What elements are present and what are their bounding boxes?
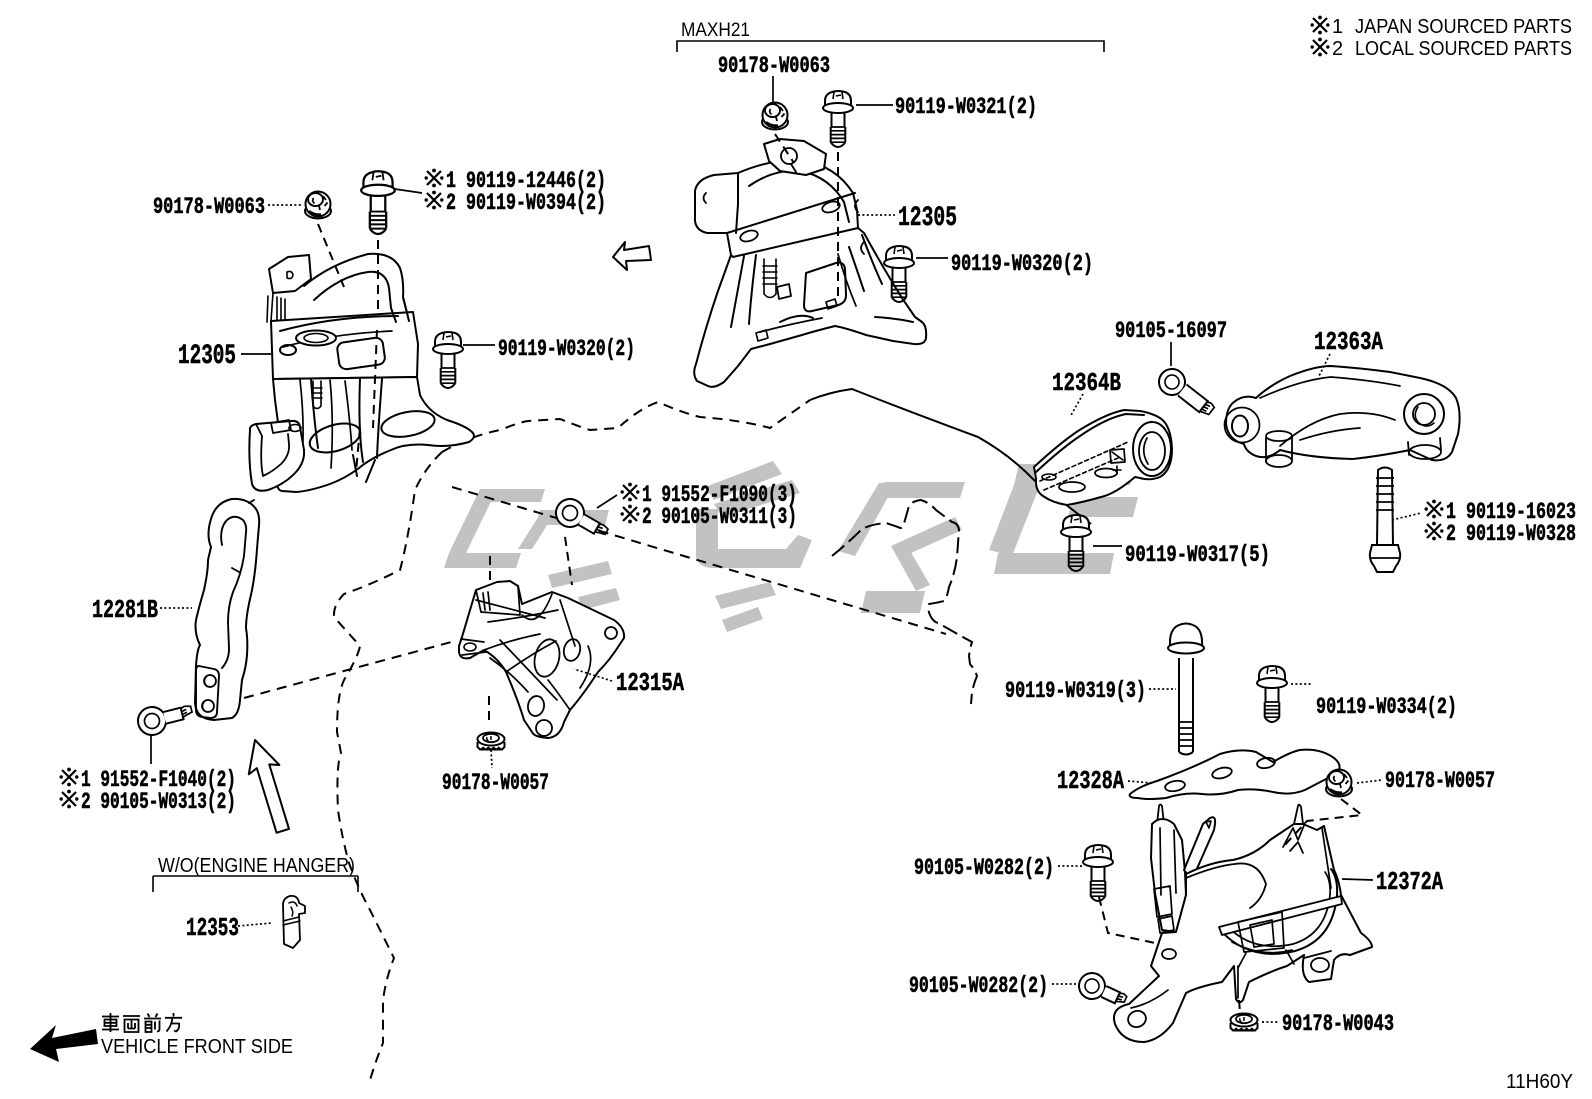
svg-text:90119-W0320(2): 90119-W0320(2) (951, 251, 1093, 277)
svg-text:90178-W0057: 90178-W0057 (442, 770, 549, 796)
svg-text:12372A: 12372A (1376, 867, 1443, 897)
svg-text:90119-W0320(2): 90119-W0320(2) (498, 336, 635, 362)
svg-text:1 91552-F1040(2): 1 91552-F1040(2) (81, 767, 236, 793)
svg-text:12281B: 12281B (92, 595, 158, 625)
svg-text:2 90105-W0311(3): 2 90105-W0311(3) (642, 504, 797, 530)
svg-text:2 90105-W0313(2): 2 90105-W0313(2) (81, 789, 236, 815)
svg-text:90178-W0063: 90178-W0063 (718, 53, 830, 79)
svg-text:11H60Y: 11H60Y (1506, 1071, 1573, 1093)
svg-text:12315A: 12315A (616, 668, 684, 698)
svg-text:2 90119-W0394(2): 2 90119-W0394(2) (446, 190, 606, 216)
svg-text:1 90119-16023: 1 90119-16023 (1446, 499, 1576, 525)
svg-text:90119-W0334(2): 90119-W0334(2) (1316, 694, 1457, 720)
svg-text:2 90119-W0328: 2 90119-W0328 (1446, 521, 1576, 547)
svg-text:MAXH21: MAXH21 (681, 20, 750, 41)
svg-text:W/O(ENGINE HANGER): W/O(ENGINE HANGER) (158, 855, 355, 877)
svg-text:1 90119-12446(2): 1 90119-12446(2) (446, 168, 606, 194)
svg-text:LOCAL SOURCED PARTS: LOCAL SOURCED PARTS (1355, 38, 1572, 60)
svg-text:2: 2 (1332, 38, 1343, 60)
svg-text:12305: 12305 (898, 203, 957, 234)
svg-text:12328A: 12328A (1057, 766, 1124, 796)
svg-text:90105-16097: 90105-16097 (1115, 318, 1227, 344)
svg-text:JAPAN SOURCED PARTS: JAPAN SOURCED PARTS (1355, 16, 1572, 38)
svg-text:90119-W0321(2): 90119-W0321(2) (895, 94, 1037, 120)
svg-text:90178-W0043: 90178-W0043 (1282, 1011, 1394, 1037)
svg-text:90119-W0319(3): 90119-W0319(3) (1005, 678, 1146, 704)
svg-text:1 91552-F1090(3): 1 91552-F1090(3) (642, 482, 797, 508)
svg-text:VEHICLE FRONT SIDE: VEHICLE FRONT SIDE (101, 1036, 293, 1058)
svg-text:90178-W0063: 90178-W0063 (153, 194, 265, 220)
svg-text:12364B: 12364B (1052, 368, 1121, 398)
svg-text:90119-W0317(5): 90119-W0317(5) (1125, 542, 1270, 568)
svg-text:12305: 12305 (178, 341, 236, 372)
svg-text:1: 1 (1332, 16, 1343, 38)
svg-text:90178-W0057: 90178-W0057 (1385, 768, 1495, 794)
svg-text:12353: 12353 (186, 913, 239, 943)
svg-text:90105-W0282(2): 90105-W0282(2) (914, 855, 1054, 881)
svg-text:12363A: 12363A (1314, 327, 1383, 357)
svg-text:90105-W0282(2): 90105-W0282(2) (909, 973, 1048, 999)
